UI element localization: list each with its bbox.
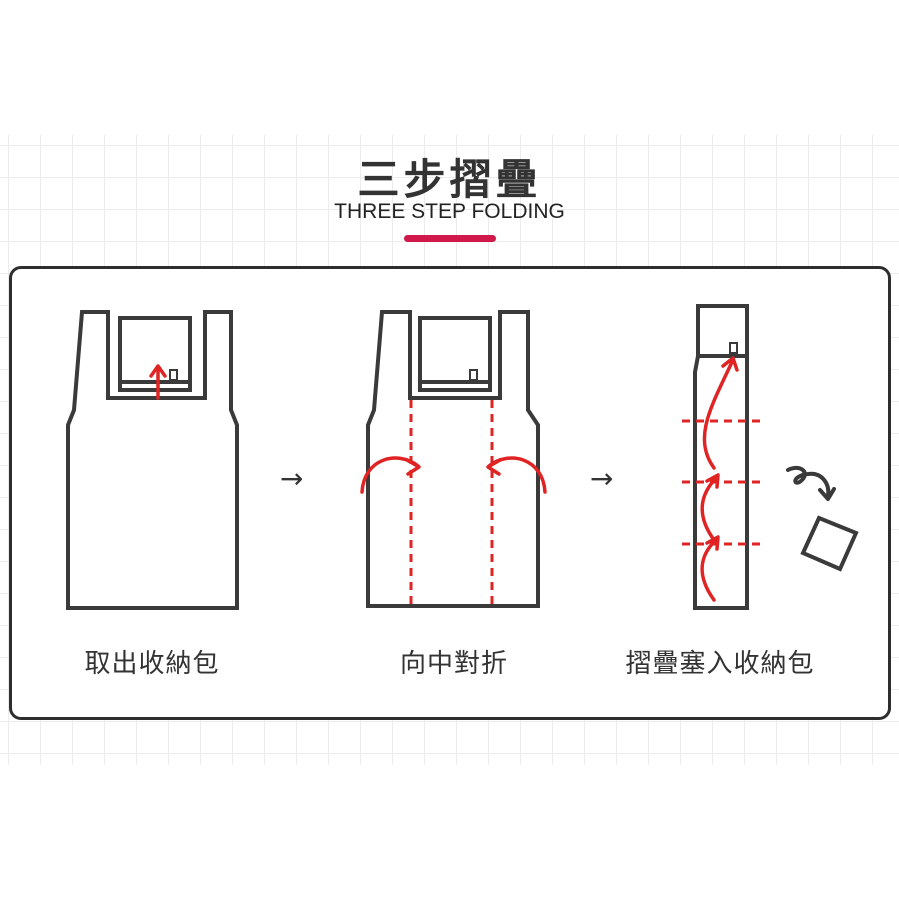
pouch-icon: [800, 515, 859, 572]
step3-roll-arrows-icon: [700, 356, 739, 602]
step-1-label: 取出收納包: [84, 649, 220, 679]
title-accent-bar: [404, 235, 496, 242]
step2-fold-lines-icon: [409, 400, 494, 610]
page-subtitle: THREE STEP FOLDING: [334, 200, 565, 223]
step3-bag-icon: [693, 304, 749, 610]
step2-bag-icon: [366, 310, 540, 608]
step2-fold-arrows-icon: [360, 456, 547, 494]
step-3-label: 摺疊塞入收納包: [625, 649, 815, 679]
step3-insert-arrow-icon: [786, 465, 836, 501]
step-2-label: 向中對折: [399, 649, 508, 679]
step-arrow-2: →: [590, 462, 614, 495]
page-title: 三步摺疊: [357, 155, 542, 204]
step1-bag-icon: [66, 310, 239, 610]
steps-panel: [9, 266, 891, 720]
step1-pull-arrow-icon: [149, 364, 167, 400]
step-arrow-1: →: [280, 462, 304, 495]
